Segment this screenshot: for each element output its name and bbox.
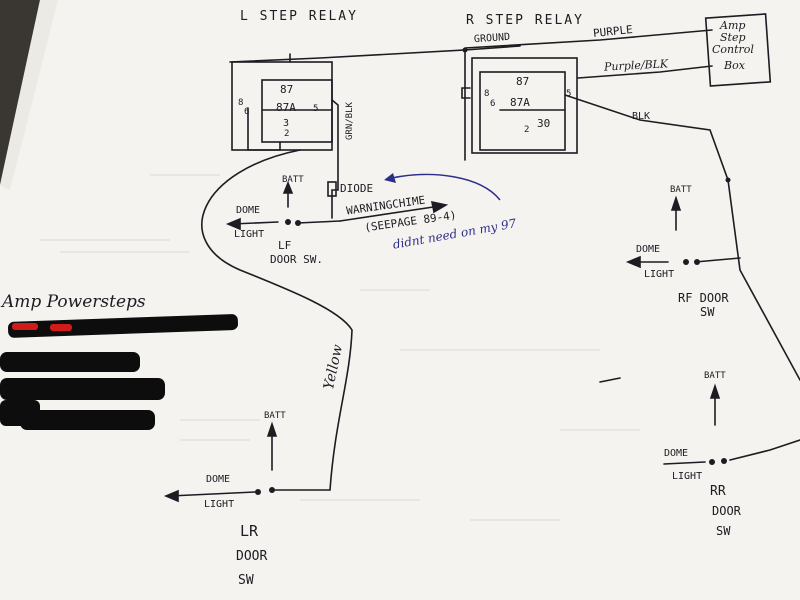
left-relay-87a: 87A: [276, 101, 296, 114]
lf-batt-label: BATT: [282, 175, 304, 185]
rf-batt-label: BATT: [670, 185, 692, 195]
lr-door-label: LR: [240, 522, 259, 540]
rr-sw-label: SW: [716, 524, 731, 538]
blk-label: BLK: [632, 111, 651, 122]
left-relay-87: 87: [280, 83, 294, 96]
purple-blk-label: Purple/BLK: [603, 57, 669, 74]
right-relay-box: [471, 57, 578, 154]
lf-door-label: LF: [278, 239, 292, 252]
left-relay-3: 3: [283, 118, 290, 129]
control-box-line1: Amp: [720, 19, 746, 32]
side-title: Amp Powersteps: [2, 292, 146, 312]
rr-dome-label: DOME: [664, 448, 689, 459]
control-box: [704, 13, 772, 87]
right-relay-inner: [479, 71, 566, 151]
right-relay-title: R STEP RELAY: [466, 13, 584, 28]
control-box-line3: Control: [712, 43, 754, 56]
rr-door2-label: DOOR: [712, 504, 741, 518]
lr-light-label: LIGHT: [204, 499, 235, 510]
right-relay-2: 2: [524, 125, 530, 135]
lf-sw-label: DOOR SW.: [270, 253, 323, 266]
right-relay-5: 5: [566, 89, 572, 99]
note-arrow: [391, 173, 501, 201]
lr-door2-label: DOOR: [236, 549, 268, 564]
left-relay-8: 8: [238, 98, 244, 108]
left-relay-5: 5: [313, 104, 319, 114]
redaction-marks: [0, 314, 239, 430]
left-relay-2: 2: [284, 129, 290, 139]
right-relay-87: 87: [516, 75, 530, 88]
lr-dome-label: DOME: [206, 474, 231, 485]
rf-light-label: LIGHT: [644, 269, 675, 280]
rr-door-label: RR: [710, 484, 726, 499]
right-relay-6: 6: [490, 99, 496, 109]
left-relay-inner: [261, 79, 333, 143]
lf-dome-label: DOME: [236, 205, 261, 216]
right-relay-87a: 87A: [510, 96, 530, 109]
lr-batt-label: BATT: [264, 411, 286, 421]
diode-label: DIODE: [340, 182, 374, 195]
rr-batt-label: BATT: [704, 371, 726, 381]
rf-sw-label: SW: [700, 305, 715, 319]
right-relay-8: 8: [484, 89, 490, 99]
control-box-line4: Box: [724, 59, 745, 72]
left-relay-title: L STEP RELAY: [240, 9, 358, 24]
rf-door-label: RF DOOR: [678, 291, 729, 305]
grn-blk-label: GRN/BLK: [345, 102, 355, 140]
rr-light-label: LIGHT: [672, 471, 703, 482]
rf-dome-label: DOME: [636, 244, 661, 255]
control-box-line2: Step: [720, 31, 746, 44]
left-relay-6: 6: [244, 107, 250, 117]
lf-light-label: LIGHT: [234, 229, 265, 240]
right-relay-30: 30: [537, 117, 551, 130]
lr-sw-label: SW: [238, 573, 254, 588]
